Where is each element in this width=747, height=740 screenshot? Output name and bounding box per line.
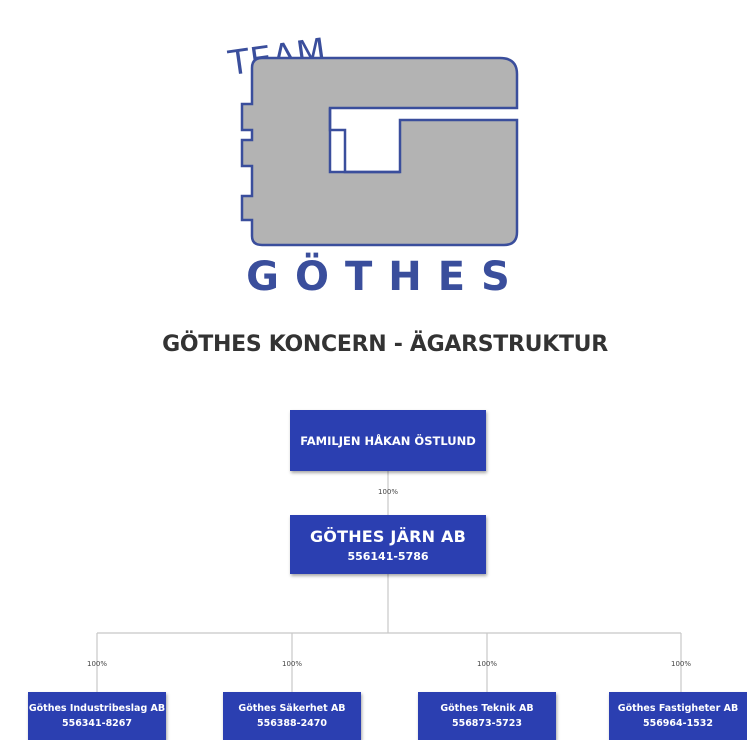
- org-node-subsidiary: Göthes Teknik AB 556873-5723: [418, 692, 556, 740]
- ownership-pct-sub-2: 100%: [282, 660, 303, 668]
- ownership-pct-sub-1: 100%: [87, 660, 108, 668]
- subsidiary-name: Göthes Industribeslag AB: [28, 703, 166, 714]
- org-node-subsidiary: Göthes Industribeslag AB 556341-8267: [28, 692, 166, 740]
- ownership-pct-main: 100%: [378, 488, 399, 496]
- subsidiary-name: Göthes Fastigheter AB: [617, 703, 739, 714]
- ownership-pct-sub-3: 100%: [477, 660, 498, 668]
- org-node-main-org-no: 556141-5786: [347, 549, 429, 563]
- subsidiary-org-no: 556873-5723: [451, 718, 523, 729]
- logo-g-notch: [328, 108, 400, 174]
- org-node-subsidiary: Göthes Säkerhet AB 556388-2470: [223, 692, 361, 740]
- ownership-pct-sub-4: 100%: [671, 660, 692, 668]
- org-node-main-name: GÖTHES JÄRN AB: [309, 526, 467, 546]
- logo-g-mark: [240, 56, 519, 247]
- subsidiary-name: Göthes Säkerhet AB: [238, 703, 346, 714]
- subsidiary-org-no: 556964-1532: [642, 718, 714, 729]
- page-title: GÖTHES KONCERN - ÄGARSTRUKTUR: [162, 332, 608, 357]
- org-node-subsidiary: Göthes Fastigheter AB 556964-1532: [609, 692, 747, 740]
- org-node-root-name: FAMILJEN HÅKAN ÖSTLUND: [300, 433, 476, 448]
- org-node-main: GÖTHES JÄRN AB 556141-5786: [290, 515, 486, 574]
- subsidiary-org-no: 556341-8267: [61, 718, 133, 729]
- subsidiary-org-no: 556388-2470: [256, 718, 328, 729]
- logo-brand-text: GÖTHES: [246, 252, 526, 300]
- gothes-logo: TEAM GÖTHES: [225, 31, 526, 300]
- subsidiary-name: Göthes Teknik AB: [440, 703, 534, 714]
- org-node-root: FAMILJEN HÅKAN ÖSTLUND: [290, 410, 486, 471]
